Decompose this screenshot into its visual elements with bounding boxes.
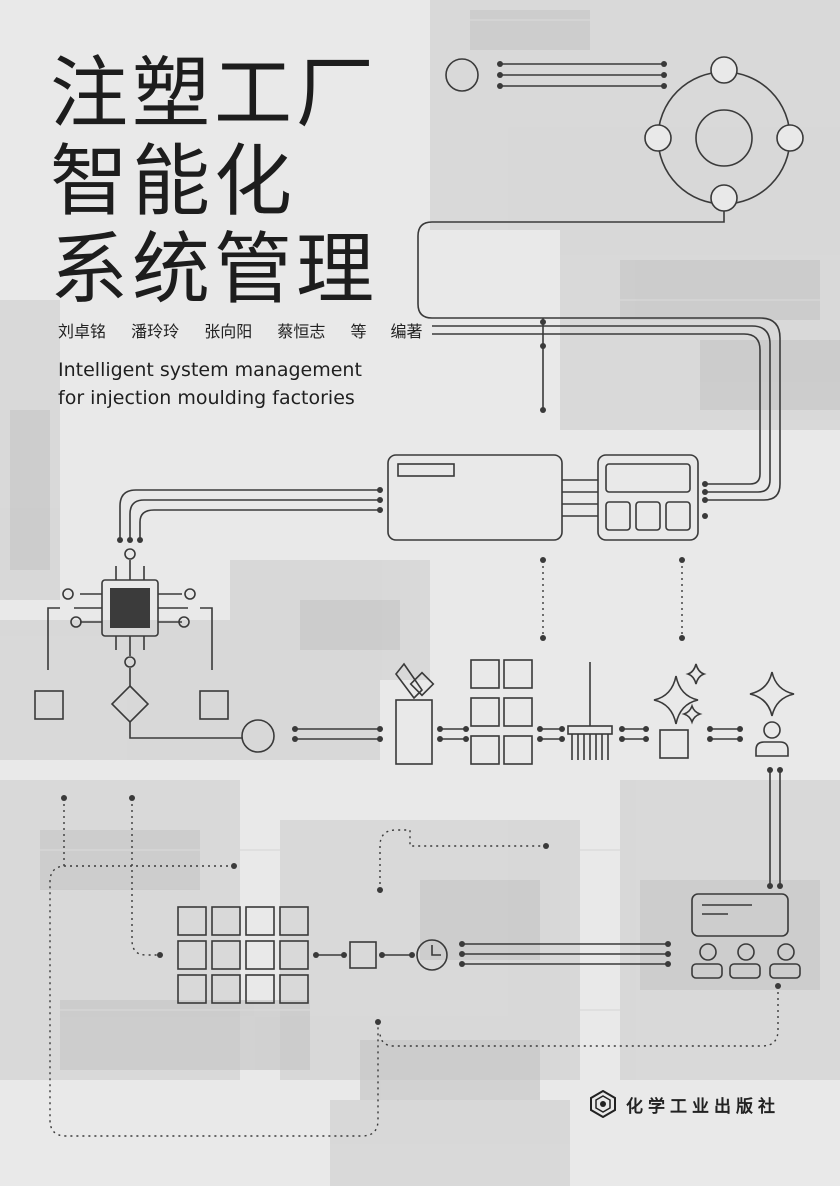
process-node-icon (349, 941, 377, 969)
title-line-2: 智能化 (50, 137, 297, 227)
material-hopper-icon (394, 662, 435, 765)
input-square-icon (34, 690, 64, 720)
decision-diamond-icon (110, 684, 150, 724)
title-line-3: 系统管理 (50, 225, 379, 315)
author-name: 蔡恒志 (277, 322, 326, 341)
publisher-hexagon-logo-icon (590, 1090, 616, 1118)
author-list: 刘卓铭 潘玲玲 张向阳 蔡恒志 等 编著 (58, 318, 422, 342)
hmi-panel-icon (597, 454, 699, 541)
controller-box-icon (387, 454, 563, 541)
clock-icon (416, 939, 448, 971)
author-role: 编著 (390, 322, 423, 341)
author-name: 刘卓铭 (58, 322, 107, 341)
title-line-1: 注塑工厂 (50, 49, 379, 139)
data-matrix-grid-icon (177, 906, 309, 1004)
subtitle-line-2: for injection moulding factories (58, 387, 355, 409)
english-subtitle: Intelligent system management for inject… (58, 356, 362, 412)
dashboard-team-icon (691, 893, 801, 979)
author-suffix: 等 (350, 322, 367, 341)
mould-grid-icon (470, 659, 533, 765)
output-square-icon (199, 690, 229, 720)
robot-arm-icon (567, 662, 613, 760)
network-hub-icon (644, 56, 804, 212)
publisher-name: 化学工业出版社 (626, 1096, 780, 1117)
publisher: 化学工业出版社 (590, 1090, 780, 1118)
sensor-circle-icon (445, 58, 479, 92)
operator-user-icon (749, 671, 795, 757)
book-title: 注塑工厂 智能化 系统管理 (50, 50, 378, 314)
author-name: 潘玲玲 (131, 322, 180, 341)
quality-sparkle-icon (653, 663, 707, 759)
author-name: 张向阳 (204, 322, 253, 341)
timer-circle-icon (241, 719, 275, 753)
subtitle-line-1: Intelligent system management (58, 359, 362, 381)
